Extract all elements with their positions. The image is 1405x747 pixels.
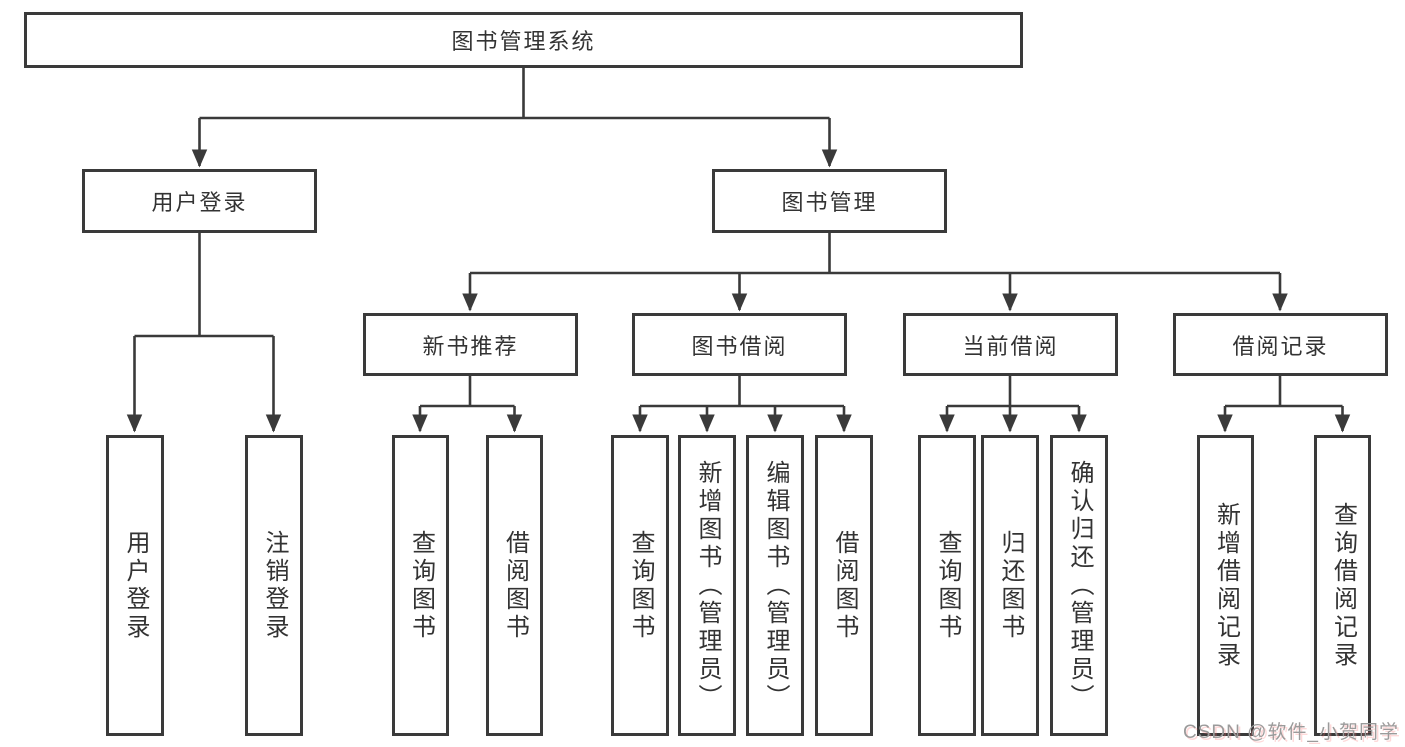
node-label: 查询图书 <box>627 529 654 642</box>
node-label: 借阅图书 <box>501 529 529 642</box>
node-label: 查询图书 <box>407 529 435 642</box>
node-label: 图书管理系统 <box>451 29 596 54</box>
node-label: 用户登录 <box>122 529 149 642</box>
node-label: 图书管理 <box>781 190 878 215</box>
node-label: 新增图书（管理员） <box>694 459 721 712</box>
node-label: 归还图书 <box>997 529 1024 642</box>
node-label: 新增借阅记录 <box>1212 501 1240 670</box>
leaf-add-books-admin: 新增图书（管理员） <box>678 435 736 736</box>
leaf-logout: 注销登录 <box>245 435 303 736</box>
leaf-query-books: 查询图书 <box>918 435 976 736</box>
node-label: 当前借阅 <box>962 333 1059 359</box>
node-label: 注销登录 <box>261 529 288 642</box>
node-book-management: 图书管理 <box>712 169 947 233</box>
node-label: 查询借阅记录 <box>1329 501 1357 670</box>
node-borrow-records: 借阅记录 <box>1173 313 1388 376</box>
leaf-confirm-return-admin: 确认归还（管理员） <box>1050 435 1108 736</box>
node-new-book-recommend: 新书推荐 <box>363 313 578 376</box>
node-label: 确认归还（管理员） <box>1066 459 1093 712</box>
leaf-query-books: 查询图书 <box>611 435 669 736</box>
leaf-borrow-books: 借阅图书 <box>815 435 873 736</box>
node-current-borrowing: 当前借阅 <box>903 313 1118 376</box>
node-label: 编辑图书（管理员） <box>762 459 789 712</box>
node-label: 查询图书 <box>934 529 961 642</box>
node-label: 图书借阅 <box>691 333 788 359</box>
leaf-add-borrow-record: 新增借阅记录 <box>1197 435 1254 736</box>
node-root-system: 图书管理系统 <box>24 12 1023 68</box>
leaf-query-borrow-record: 查询借阅记录 <box>1314 435 1371 736</box>
node-label: 借阅记录 <box>1232 333 1329 359</box>
csdn-watermark: CSDN @软件_小贺同学 <box>1183 722 1399 743</box>
leaf-edit-books-admin: 编辑图书（管理员） <box>746 435 804 736</box>
leaf-borrow-books: 借阅图书 <box>486 435 543 736</box>
leaf-query-books: 查询图书 <box>392 435 449 736</box>
leaf-user-login: 用户登录 <box>106 435 164 736</box>
node-label: 借阅图书 <box>831 529 858 642</box>
node-book-borrowing: 图书借阅 <box>632 313 847 376</box>
node-label: 用户登录 <box>151 190 248 215</box>
node-label: 新书推荐 <box>422 333 519 359</box>
leaf-return-books: 归还图书 <box>981 435 1039 736</box>
node-user-login: 用户登录 <box>82 169 317 233</box>
